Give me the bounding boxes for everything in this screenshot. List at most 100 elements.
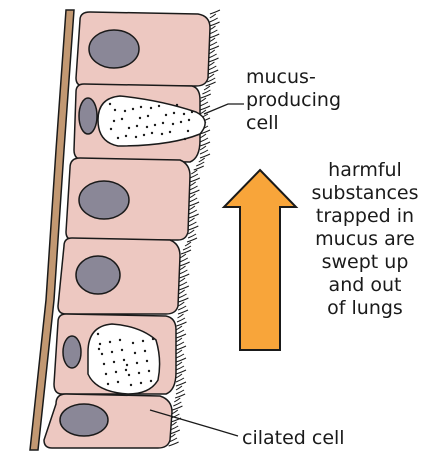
cilium xyxy=(178,302,184,306)
mucus-particle xyxy=(150,380,152,382)
mucus-particle xyxy=(151,132,153,134)
cilium xyxy=(189,202,199,206)
ciliated-cell xyxy=(66,158,190,240)
mucus-particle xyxy=(147,115,149,117)
mucus-particle xyxy=(103,363,105,365)
mucus-particle xyxy=(128,127,130,129)
mucus-particle xyxy=(132,342,134,344)
mucus-particle xyxy=(140,106,142,108)
cilium xyxy=(190,182,196,186)
cilium xyxy=(176,342,184,346)
mucus-particle xyxy=(123,359,125,361)
cilium xyxy=(177,318,185,322)
nucleus xyxy=(79,98,97,134)
mucus-particle xyxy=(172,123,174,125)
mucus-particle xyxy=(135,136,137,138)
mucus-particle xyxy=(109,103,111,105)
arrow-caption-line: substances xyxy=(296,182,434,205)
cilium xyxy=(179,286,189,290)
mucus-particle xyxy=(161,133,163,135)
cilium xyxy=(178,298,188,302)
nucleus xyxy=(60,404,108,436)
cilium xyxy=(190,186,198,190)
cilium xyxy=(209,46,219,50)
cilium xyxy=(201,94,211,98)
cilium xyxy=(176,386,182,390)
mucus-particle xyxy=(152,338,154,340)
mucus-particle xyxy=(117,137,119,139)
mucus-particle xyxy=(128,374,130,376)
cilium xyxy=(176,354,184,358)
cilium xyxy=(177,322,187,326)
mucus-particle xyxy=(121,118,123,120)
mucus-particle xyxy=(176,104,178,106)
cilium xyxy=(169,442,179,446)
mucus-particle xyxy=(165,114,167,116)
mucus-particle xyxy=(150,107,152,109)
mucus-particle xyxy=(191,111,193,113)
mucus-particle xyxy=(146,126,148,128)
cilium xyxy=(210,22,220,26)
cilium xyxy=(180,266,186,270)
cilium xyxy=(181,250,191,254)
arrow-caption-line: mucus are xyxy=(296,228,434,251)
cilium xyxy=(176,350,182,354)
cilium xyxy=(206,82,216,86)
cilium xyxy=(176,382,186,386)
cilium xyxy=(209,34,219,38)
cilium xyxy=(189,206,195,210)
cilium xyxy=(188,230,194,234)
mucus-particle xyxy=(143,134,145,136)
cilium xyxy=(189,190,199,194)
mucus-particle xyxy=(169,131,171,133)
arrow-caption-line: of lungs xyxy=(296,297,434,320)
cilium xyxy=(172,406,182,410)
cilium xyxy=(187,238,197,242)
cilium xyxy=(173,402,181,406)
mucus-particle xyxy=(142,340,144,342)
mucus-particle xyxy=(148,370,150,372)
cilium xyxy=(189,198,197,202)
cilium xyxy=(200,102,208,106)
cilium xyxy=(210,14,216,18)
mucus-particle xyxy=(125,369,127,371)
mucus-particle xyxy=(107,383,109,385)
arrow-caption-line: trapped in xyxy=(296,205,434,228)
cilium xyxy=(189,214,199,218)
mucus-particle xyxy=(101,353,103,355)
mucus-particle xyxy=(113,361,115,363)
cilium xyxy=(180,258,188,262)
cilium xyxy=(204,86,210,90)
cilium xyxy=(188,222,196,226)
mucus-particle xyxy=(183,113,185,115)
cilium xyxy=(178,306,186,310)
ciliated-cell-label: cilated cell xyxy=(242,427,345,450)
mucus-particle xyxy=(158,105,160,107)
ciliated-cell xyxy=(44,394,172,448)
cilium xyxy=(209,42,217,46)
cilium xyxy=(210,10,220,14)
mucus-particle xyxy=(121,349,123,351)
cilium xyxy=(199,158,205,162)
cilium xyxy=(176,326,182,330)
mucus-particle xyxy=(105,373,107,375)
cilium xyxy=(191,170,197,174)
mucus-particle xyxy=(109,341,111,343)
cilium xyxy=(176,370,186,374)
mucus-particle xyxy=(114,109,116,111)
cilium xyxy=(208,66,216,70)
cilium xyxy=(210,18,218,22)
cilium xyxy=(176,358,186,362)
mucus-particle xyxy=(184,138,186,140)
mucus-particle xyxy=(180,121,182,123)
mucus-particle xyxy=(124,110,126,112)
cilium xyxy=(188,226,198,230)
mucus-producing-cell xyxy=(54,314,176,394)
nucleus xyxy=(89,30,139,68)
cilium xyxy=(176,366,184,370)
mucus-particle xyxy=(187,130,189,132)
cilium xyxy=(208,74,214,78)
mucus-particle xyxy=(140,382,142,384)
mucus-particle xyxy=(117,381,119,383)
cilium xyxy=(176,330,184,334)
